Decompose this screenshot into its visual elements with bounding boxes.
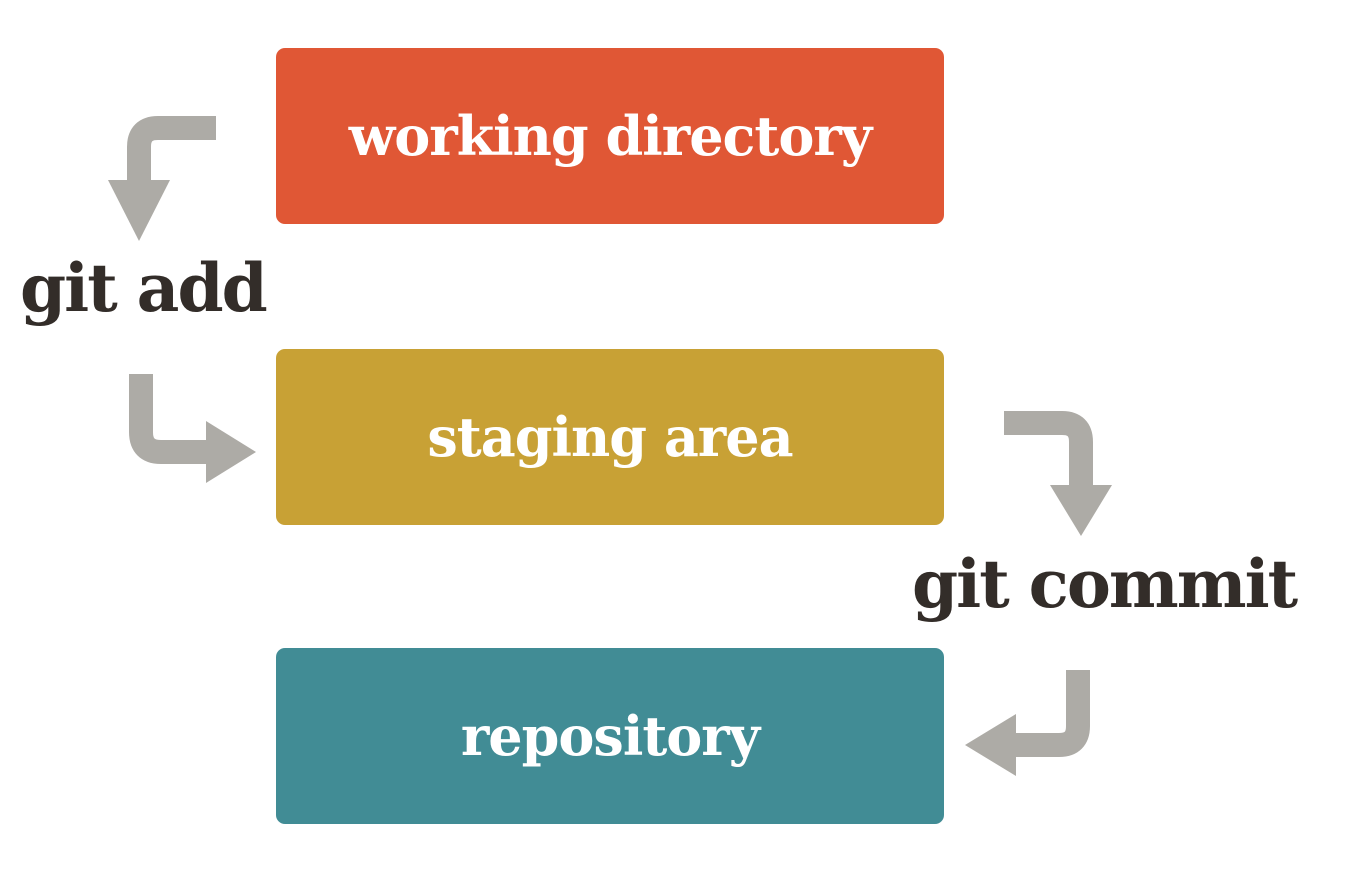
staging-area-label: staging area <box>427 405 793 469</box>
arrow-commit-to-repository-icon <box>965 670 1090 776</box>
repository-label: repository <box>460 704 760 768</box>
repository-box: repository <box>276 648 944 824</box>
arrow-staging-to-commit-icon <box>1004 411 1112 536</box>
arrow-add-to-staging-icon <box>129 374 256 483</box>
git-commit-label: git commit <box>912 545 1298 623</box>
working-directory-box: working directory <box>276 48 944 224</box>
working-directory-label: working directory <box>348 104 872 168</box>
staging-area-box: staging area <box>276 349 944 525</box>
arrow-working-to-add-icon <box>108 116 216 241</box>
git-add-label: git add <box>20 249 268 327</box>
